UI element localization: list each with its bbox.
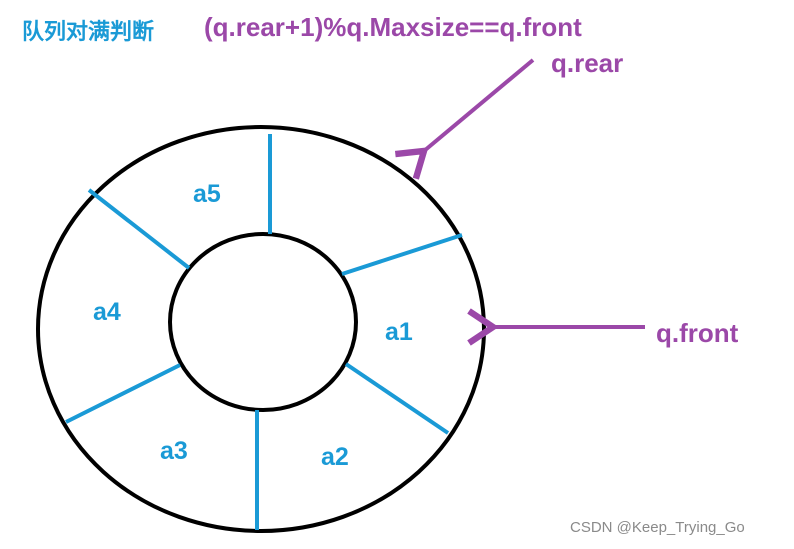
slot-a3-label: a3 — [160, 437, 188, 465]
watermark: CSDN @Keep_Trying_Go — [570, 519, 745, 536]
slot-a5-label: a5 — [193, 180, 221, 208]
front-pointer-label: q.front — [656, 318, 739, 348]
slot-a1-label: a1 — [385, 318, 413, 346]
full-condition-formula: (q.rear+1)%q.Maxsize==q.front — [204, 12, 582, 42]
divider-a1-top — [341, 233, 463, 276]
slot-a4-label: a4 — [93, 298, 121, 326]
slot-a2-label: a2 — [321, 443, 349, 471]
inner-ring — [168, 232, 358, 412]
rear-pointer-arrow — [394, 58, 535, 180]
outer-ring — [36, 125, 486, 533]
divider-a3-a4 — [65, 363, 181, 424]
rear-pointer-label: q.rear — [551, 48, 624, 78]
divider-a1-a2 — [344, 362, 450, 435]
divider-a4-a5 — [87, 188, 191, 270]
title-chinese: 队列对满判断 — [22, 20, 155, 45]
